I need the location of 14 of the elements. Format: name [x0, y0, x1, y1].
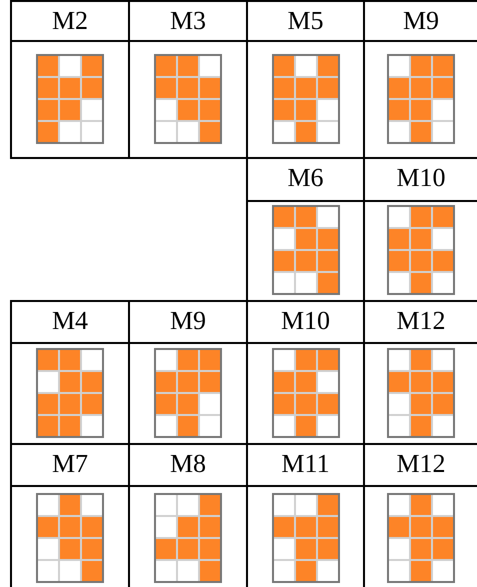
column-heading: M9: [402, 8, 440, 34]
column-heading: M2: [50, 8, 90, 34]
column-heading: M5: [286, 8, 325, 34]
column-heading: M10: [395, 165, 447, 191]
column-heading: M9: [168, 308, 208, 334]
column-heading: M4: [50, 308, 90, 334]
column-heading: M12: [395, 451, 447, 477]
column-heading: M10: [280, 308, 332, 334]
column-heading: M8: [168, 451, 208, 477]
column-heading: M12: [395, 308, 447, 334]
column-heading: M6: [286, 165, 325, 191]
column-heading: M3: [168, 8, 208, 34]
column-heading: M11: [280, 451, 331, 477]
column-heading: M7: [50, 451, 90, 477]
